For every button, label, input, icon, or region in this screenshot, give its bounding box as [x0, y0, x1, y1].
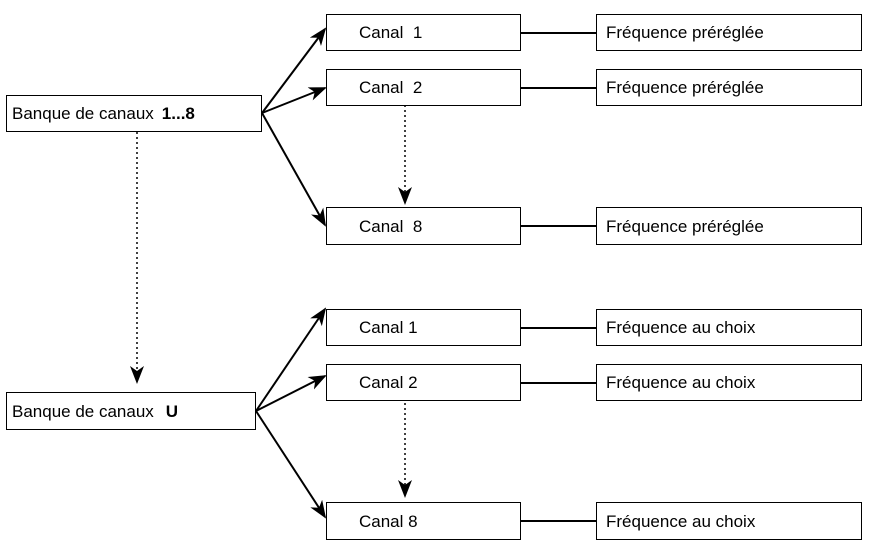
bank-user-range: U [165, 401, 179, 421]
arrow-bank-u-to-canal-2 [255, 375, 327, 412]
canal-u-2-label: Canal 2 [359, 373, 418, 392]
canal-2-box: Canal 2 [326, 69, 521, 106]
canal-1-label: Canal 1 [359, 23, 423, 42]
canal-2-label: Canal 2 [359, 78, 423, 97]
freq-preset-2-box: Fréquence préréglée [596, 69, 862, 106]
freq-user-2-label: Fréquence au choix [606, 373, 756, 392]
bank-user-box: Banque de canaux U [6, 392, 256, 430]
arrow-bank-u-to-canal-1 [255, 307, 327, 412]
freq-preset-2-label: Fréquence préréglée [606, 78, 764, 97]
canal-1-box: Canal 1 [326, 14, 521, 51]
canal-u-8-box: Canal 8 [326, 502, 521, 540]
bank-user-label: Banque de canaux [12, 401, 154, 421]
freq-user-2-box: Fréquence au choix [596, 364, 862, 401]
freq-preset-8-box: Fréquence préréglée [596, 207, 862, 245]
canal-u-2-box: Canal 2 [326, 364, 521, 401]
canal-u-8-label: Canal 8 [359, 511, 418, 531]
freq-user-8-label: Fréquence au choix [606, 511, 756, 531]
bank-preset-box: Banque de canaux 1...8 [6, 95, 262, 132]
arrow-bank-to-canal-8 [261, 112, 326, 227]
bank-preset-range: 1...8 [161, 104, 195, 123]
arrow-bank-to-canal-1 [261, 27, 327, 114]
canal-8-box: Canal 8 [326, 207, 521, 245]
freq-user-8-box: Fréquence au choix [596, 502, 862, 540]
arrow-bank-u-to-canal-8 [255, 410, 327, 519]
freq-preset-1-box: Fréquence préréglée [596, 14, 862, 51]
freq-preset-1-label: Fréquence préréglée [606, 23, 764, 42]
freq-user-1-label: Fréquence au choix [606, 318, 756, 337]
freq-user-1-box: Fréquence au choix [596, 309, 862, 346]
canal-8-label: Canal 8 [359, 216, 423, 236]
bank-preset-label: Banque de canaux [12, 104, 154, 123]
arrow-bank-to-canal-2 [261, 87, 327, 114]
freq-preset-8-label: Fréquence préréglée [606, 216, 764, 236]
canal-u-1-box: Canal 1 [326, 309, 521, 346]
canal-u-1-label: Canal 1 [359, 318, 418, 337]
